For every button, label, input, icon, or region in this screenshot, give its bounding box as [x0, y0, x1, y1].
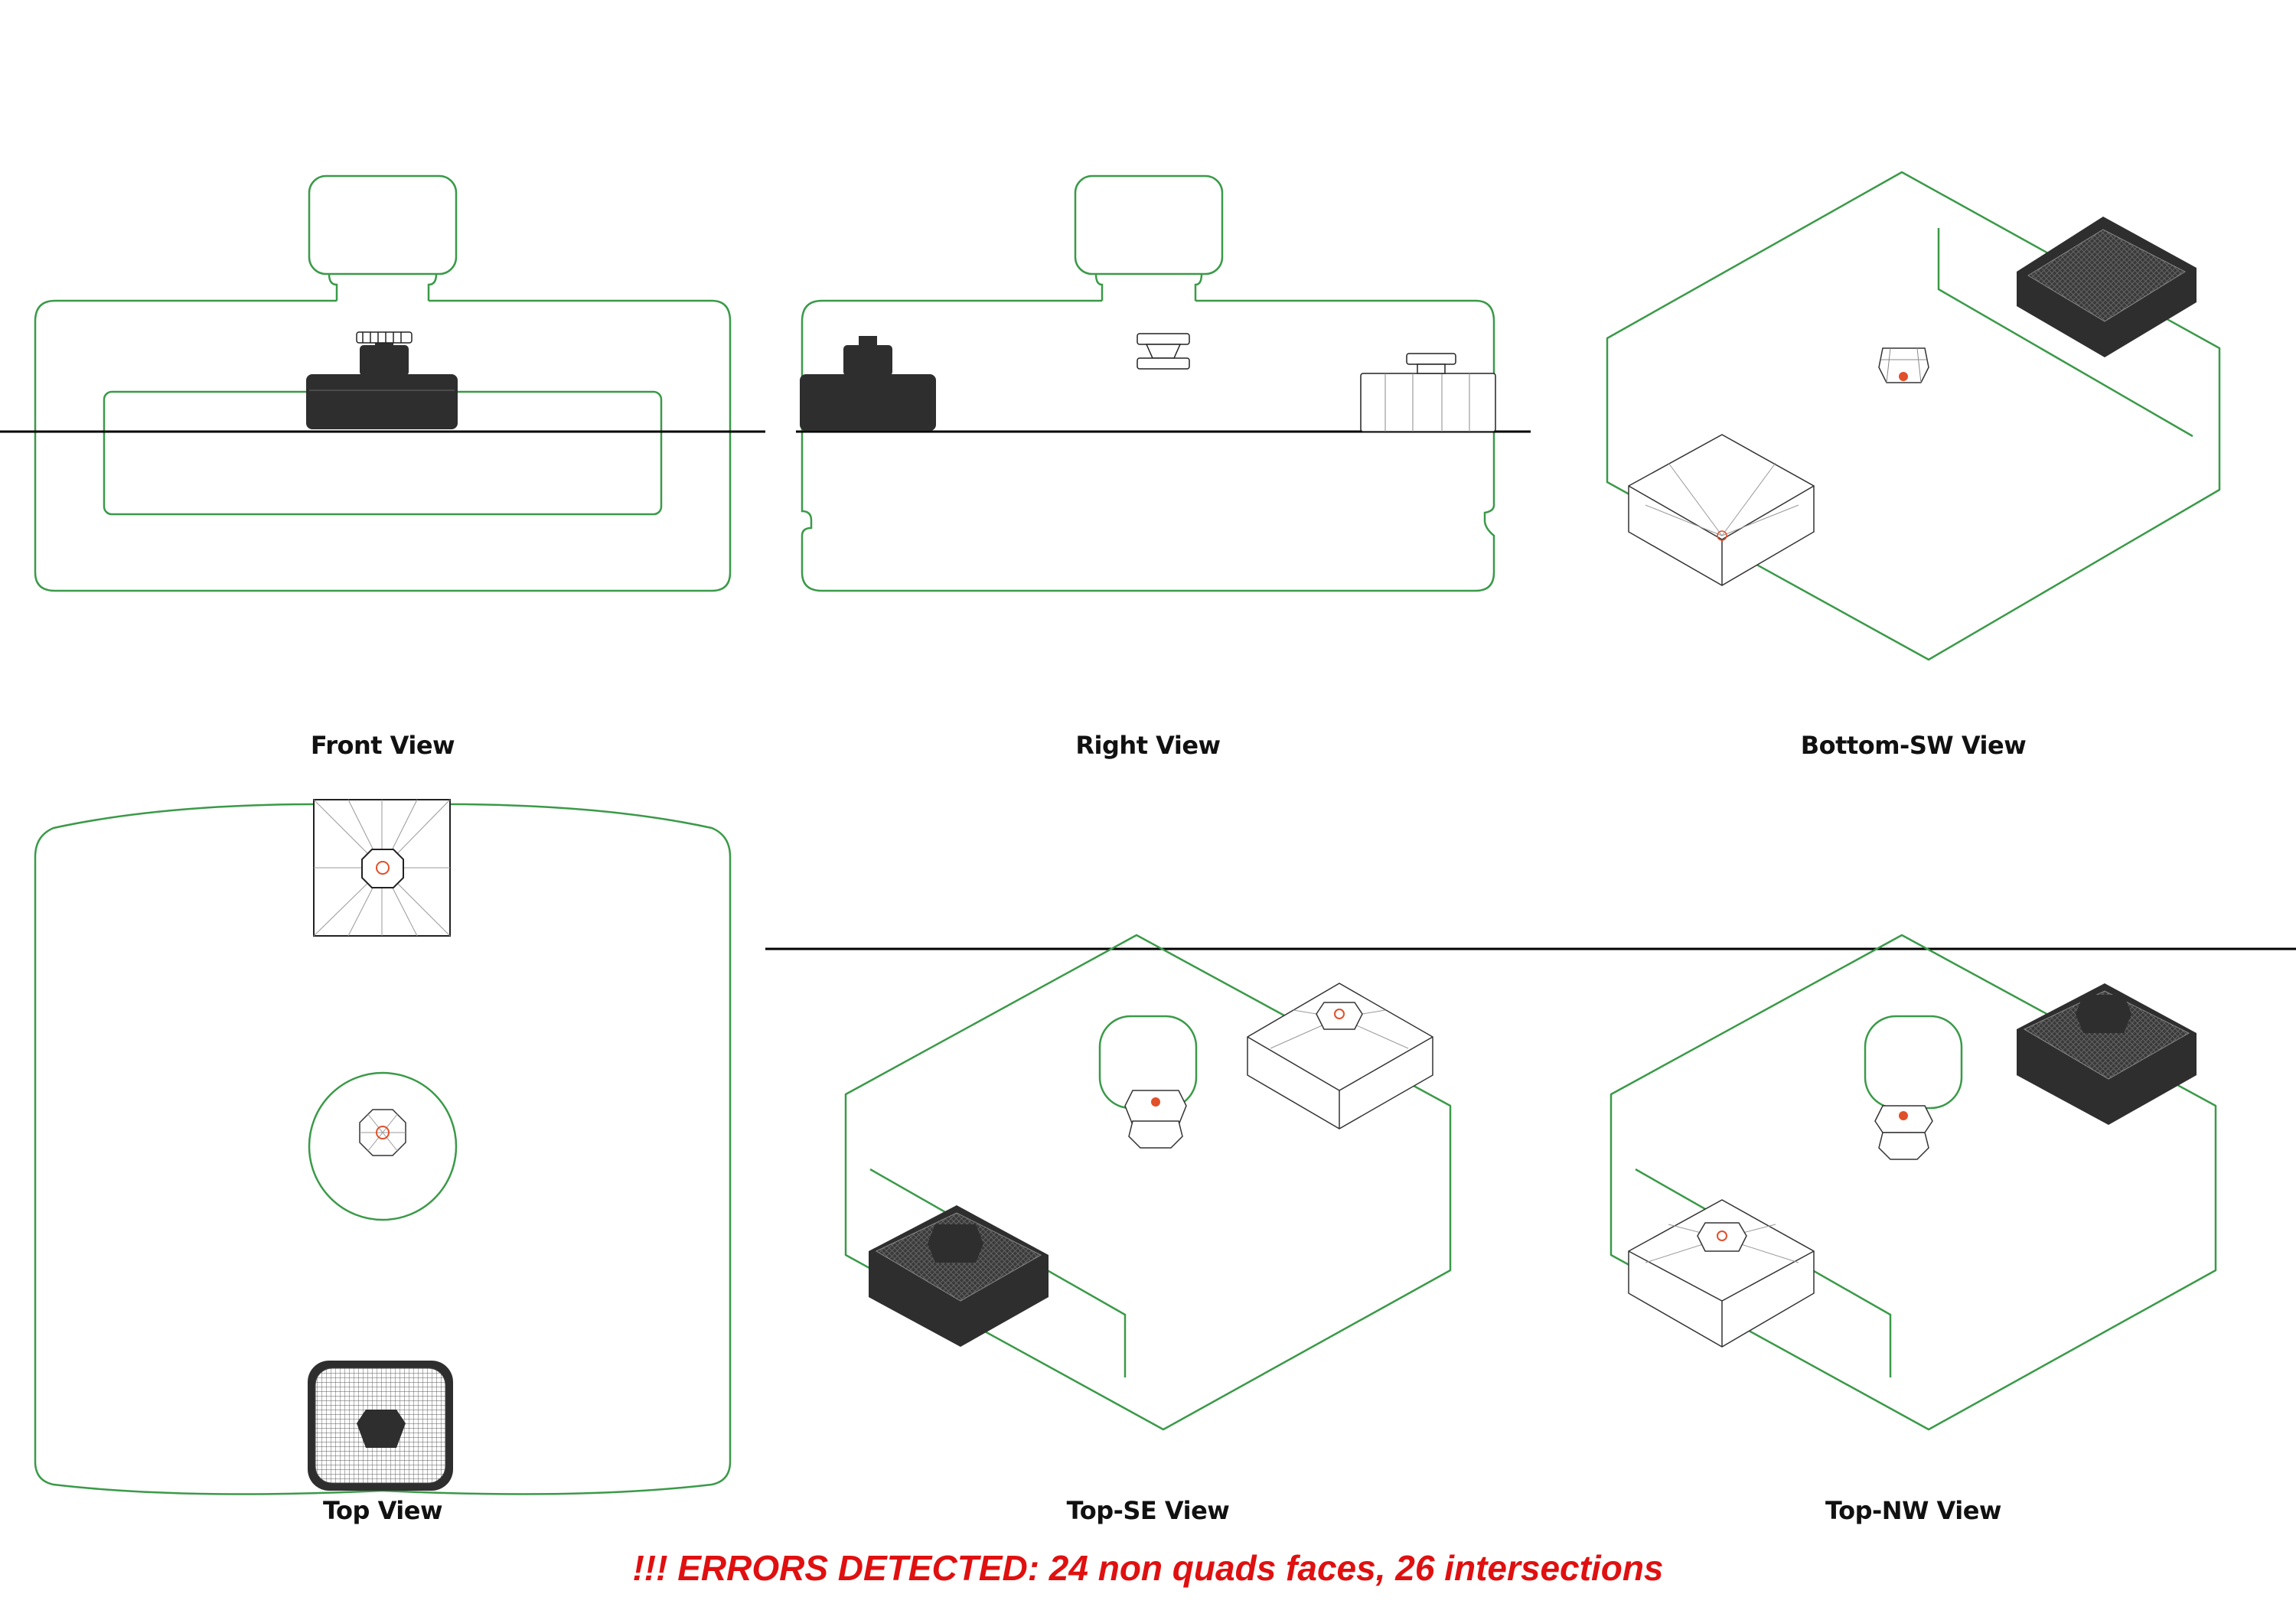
error-banner: !!! ERRORS DETECTED: 24 non quads faces,…	[632, 1548, 1664, 1588]
bottom-sw-center-knob	[1878, 347, 1929, 383]
top-nw-view	[1609, 934, 2217, 1431]
top-nw-wire-pad	[1628, 1199, 1815, 1348]
front-view-label: Front View	[310, 731, 455, 760]
bottom-sw-dark-pad	[2017, 217, 2197, 357]
top-se-outline-body	[844, 934, 1452, 1431]
right-view-label: Right View	[1075, 731, 1221, 760]
top-nw-dark-pad	[2017, 983, 2197, 1125]
bottom-sw-wire-pad	[1628, 434, 1815, 586]
front-knob-solid	[306, 336, 458, 429]
top-nw-outline-body	[1609, 934, 2217, 1431]
top-nw-outline-handle	[1864, 1015, 1963, 1110]
front-knob-wireframe	[356, 331, 413, 344]
top-view-label: Top View	[322, 1496, 443, 1525]
top-se-view	[844, 934, 1452, 1431]
front-outline-neck	[328, 273, 438, 301]
bottom-sw-view	[1606, 171, 2221, 661]
bottom-sw-view-label: Bottom-SW View	[1800, 731, 2027, 760]
top-wire-pad	[313, 799, 451, 937]
top-se-knob	[1124, 1090, 1187, 1149]
top-nw-knob	[1874, 1105, 1933, 1160]
right-knob-wireframe	[1137, 333, 1190, 370]
right-pad-wireframe	[1360, 353, 1496, 432]
top-outline-handle-circle	[308, 1071, 458, 1221]
top-view	[34, 799, 732, 1495]
right-view	[796, 174, 1531, 592]
top-dark-pad	[308, 1361, 453, 1491]
front-outline-handle	[308, 174, 458, 275]
right-outline-handle	[1074, 174, 1224, 275]
right-outline-body	[801, 299, 1495, 592]
front-view	[0, 174, 765, 592]
right-knob-solid	[800, 336, 936, 431]
bottom-sw-outline-body	[1606, 171, 2221, 661]
top-se-view-label: Top-SE View	[1066, 1496, 1230, 1525]
bottom-sw-outline-inner	[1937, 228, 2193, 438]
top-se-dark-pad	[869, 1205, 1049, 1347]
top-se-wire-pad	[1247, 983, 1433, 1129]
front-outline-body	[34, 299, 732, 592]
right-outline-neck	[1094, 273, 1203, 301]
top-nw-view-label: Top-NW View	[1825, 1496, 2001, 1525]
top-knob-center	[359, 1109, 406, 1156]
